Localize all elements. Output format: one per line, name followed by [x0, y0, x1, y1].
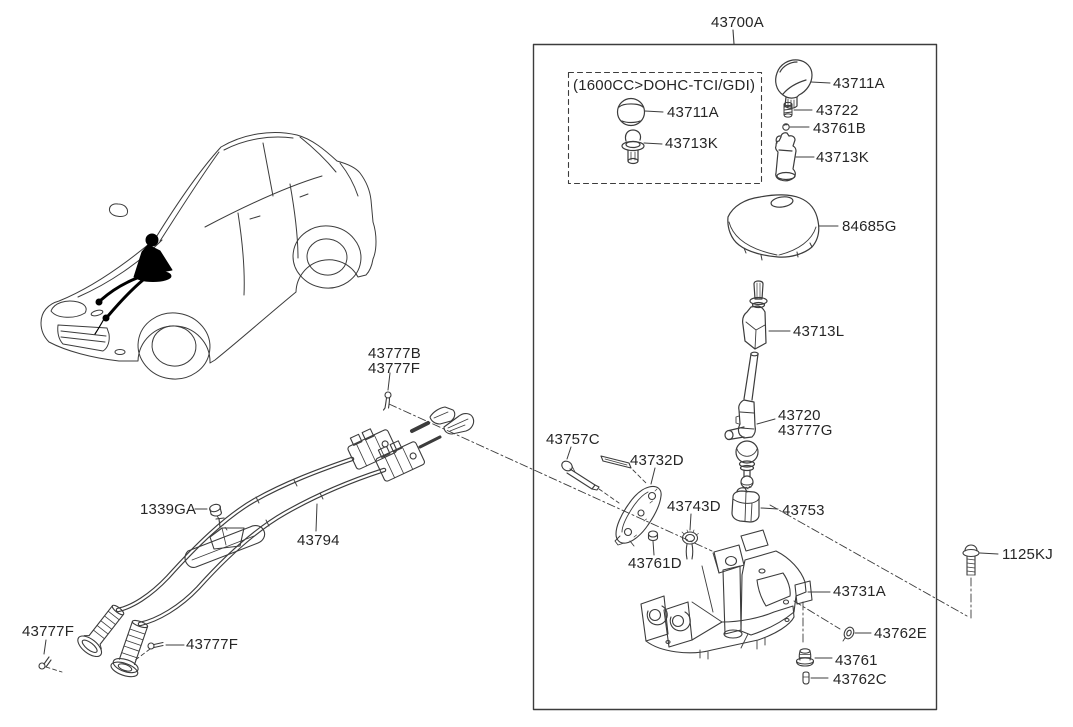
rear-wheel: [292, 225, 362, 289]
callout-bracket: 43732D: [630, 453, 684, 468]
callout-housing: 43731A: [833, 584, 886, 599]
callout-cable-clip-mid-text: 43777F: [186, 636, 239, 653]
diagram-frame: [532, 29, 938, 711]
callout-knob: 43711A: [833, 76, 885, 91]
assembly-axis-lines: [388, 403, 972, 646]
cable-connector-block-2: [375, 440, 425, 482]
callout-lever-upper-text: 43713L: [793, 323, 845, 340]
callout-knob-skirt: 43713K: [816, 150, 869, 165]
front-wheel: [137, 312, 211, 380]
callout-cable-clip-f-text: 43777F: [368, 360, 421, 377]
leader-lines: [43, 81, 999, 679]
callout-retainer: 43762E: [874, 626, 927, 641]
callout-nut: 43761D: [628, 556, 682, 571]
part-drawing-lever-43720: [724, 351, 759, 490]
part-drawing-grommet-43761: [795, 648, 815, 667]
callout-lever: 43720 43777G: [778, 408, 833, 438]
part-drawing-ball-43761b: [782, 123, 790, 131]
callout-lever-text: 43720: [778, 407, 821, 424]
callout-cable-assembly-text: 43794: [297, 532, 340, 549]
callout-bolt-text: 1125KJ: [1002, 546, 1053, 563]
callout-nut-text: 43761D: [628, 555, 682, 572]
part-drawing-housing-43731a: [640, 529, 813, 660]
callout-boot-cover-text: 84685G: [842, 218, 897, 235]
callout-knob-text: 43711A: [833, 75, 885, 92]
callout-cable-clip-left-text: 43777F: [22, 623, 75, 640]
callout-bolt: 1125KJ: [1002, 547, 1053, 562]
shifter-location-silhouette: [94, 233, 173, 335]
cotter-pin-43777f-left: [38, 656, 52, 670]
callout-variant-damper: 43713K: [665, 136, 718, 151]
callout-grommet: 43761: [835, 653, 878, 668]
callout-boot-cover: 84685G: [842, 219, 897, 234]
callout-spring: 43722: [816, 103, 859, 118]
callout-variant-knob: 43711A: [667, 105, 719, 120]
part-drawing-retainer-43762e: [842, 626, 855, 642]
callout-pivot-pin-text: 43757C: [546, 431, 600, 448]
part-drawing-lever-upper-43713l: [742, 280, 768, 350]
callout-pivot-pin: 43757C: [546, 432, 600, 447]
cable-connector-block-1: [347, 428, 397, 470]
callout-knob-skirt-text: 43713K: [816, 149, 869, 166]
variant-box-title: (1600CC>DOHC-TCI/GDI): [573, 78, 755, 93]
part-drawing-bolt-1125kj: [962, 544, 980, 576]
shift-cable-illustration: [38, 391, 475, 678]
callout-lever-upper: 43713L: [793, 324, 844, 339]
callout-bushing: 43753: [782, 503, 825, 518]
part-drawing-bushing-43753: [731, 487, 760, 523]
callout-spring-text: 43722: [816, 102, 859, 119]
callout-clip: 43743D: [667, 499, 721, 514]
cable-end-fitting-2: [110, 619, 149, 678]
callout-detent-ball: 43761B: [813, 121, 866, 136]
cable-bracket-43794: [184, 517, 266, 568]
callout-cable-clip-left: 43777F: [22, 624, 74, 639]
callout-cable-clip-b-text: 43777B: [368, 345, 421, 362]
callout-assembly-text: 43700A: [711, 14, 764, 31]
callout-assembly: 43700A: [711, 15, 764, 30]
callout-cable-nut: 1339GA: [140, 502, 196, 517]
callout-cable-clips: 43777B 43777F: [368, 346, 421, 376]
callout-cable-clip-mid: 43777F: [186, 637, 238, 652]
part-drawing-bracket-43732d: [600, 455, 662, 547]
part-drawing-pivot-pin-43757c: [561, 460, 600, 491]
callout-bushing-text: 43753: [782, 502, 825, 519]
callout-stopper-text: 43762C: [833, 671, 887, 688]
callout-variant-damper-text: 43713K: [665, 135, 718, 152]
callout-cable-nut-text: 1339GA: [140, 501, 197, 518]
part-leader-dashes: [45, 469, 648, 673]
callout-stopper: 43762C: [833, 672, 887, 687]
part-drawing-clip-43743d: [681, 529, 699, 560]
callout-cable-assembly: 43794: [297, 533, 340, 548]
callout-detent-ball-text: 43761B: [813, 120, 866, 137]
cable-end-fitting-1: [77, 604, 125, 658]
callout-clip-text: 43743D: [667, 498, 721, 515]
callout-bracket-text: 43732D: [630, 452, 684, 469]
callout-retainer-text: 43762E: [874, 625, 927, 642]
cotter-pin-43777f-mid: [147, 641, 164, 650]
callout-lever-alt-text: 43777G: [778, 422, 833, 439]
variant-box-title-text: (1600CC>DOHC-TCI/GDI): [573, 77, 756, 94]
callout-grommet-text: 43761: [835, 652, 878, 669]
cotter-pin-43777bf: [382, 391, 392, 411]
car-illustration: [40, 132, 377, 380]
cable-nut-1339ga: [209, 503, 222, 517]
part-drawing-knob-43711a: [775, 59, 813, 109]
part-drawing-variant-knob-43711a: [616, 97, 646, 127]
part-drawing-nut-43761d: [647, 530, 659, 542]
callout-variant-knob-text: 43711A: [667, 104, 719, 121]
part-drawing-variant-damper-43713k: [621, 129, 645, 165]
part-drawing-boot-cover-84685g: [727, 194, 820, 261]
callout-housing-text: 43731A: [833, 583, 886, 600]
part-drawing-stopper-43762c: [802, 671, 810, 685]
part-drawing-spring-43722: [783, 101, 793, 118]
part-drawing-skirt-43713k: [775, 132, 797, 182]
